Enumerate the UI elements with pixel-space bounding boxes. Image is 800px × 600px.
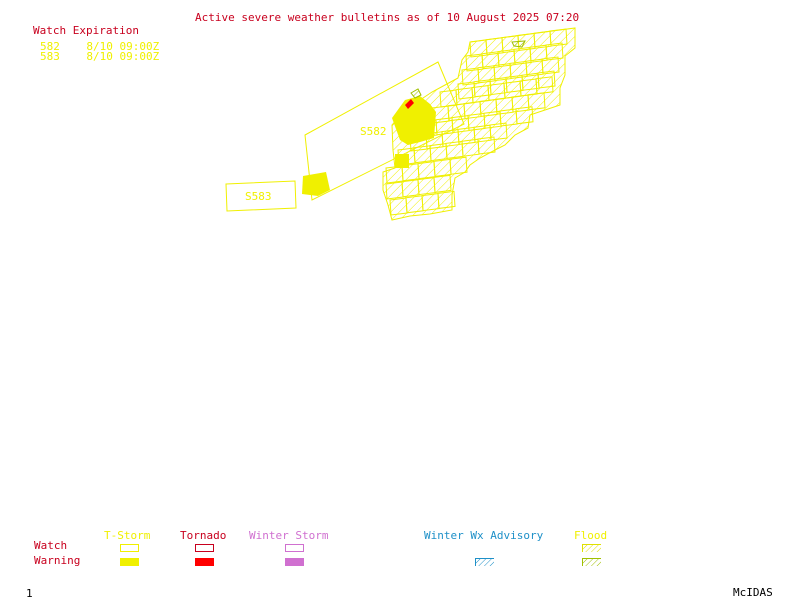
county-cell <box>537 70 556 89</box>
brand-label: McIDAS <box>733 586 773 599</box>
county-cell <box>527 92 546 111</box>
legend-flood-label: Flood <box>574 529 608 542</box>
watch-expiration-time: 8/10 09:00Z <box>86 40 160 53</box>
legend-winter-storm-warning-swatch <box>285 558 304 566</box>
tstorm-warning-area <box>392 96 436 145</box>
tstorm-warning-area <box>395 154 409 168</box>
flood-area <box>410 88 422 99</box>
county-cell <box>433 174 452 193</box>
legend-winter-storm-label: Winter Storm <box>249 529 329 542</box>
bulletin-title: Active severe weather bulletins as of 10… <box>195 11 580 24</box>
county-cell <box>535 76 554 95</box>
county-cell <box>541 56 560 75</box>
legend-flood-watch-swatch <box>582 544 601 552</box>
county-cell <box>437 190 456 209</box>
legend-tornado-watch-swatch <box>195 544 214 552</box>
legend-watch-row-label: Watch <box>34 539 68 552</box>
tstorm-warning-area <box>302 172 330 196</box>
frame-number: 1 <box>26 587 33 600</box>
county-cell <box>515 106 534 125</box>
legend-tstorm-label: T-Storm <box>104 529 151 542</box>
legend-tstorm-warning-swatch <box>120 558 139 566</box>
watch-expiration-row: 582 8/10 09:00Z <box>40 41 159 53</box>
legend-winter-storm-watch-swatch <box>285 544 304 552</box>
watch-583-label: S583 <box>245 190 272 203</box>
legend-tornado-warning-swatch <box>195 558 214 566</box>
watch-id: 582 <box>40 40 60 53</box>
legend-warning-row-label: Warning <box>34 554 81 567</box>
county-cell <box>545 42 564 61</box>
county-cell <box>489 122 508 141</box>
watch-expiration-row: 583 8/10 09:00Z <box>40 51 159 63</box>
legend-tornado-label: Tornado <box>180 529 227 542</box>
county-cell <box>449 156 468 175</box>
tornado-warning-area <box>405 99 414 109</box>
legend-flood-warning-swatch <box>582 558 601 566</box>
watch-583-outline <box>225 180 297 212</box>
legend-winter-wx-label: Winter Wx Advisory <box>424 529 544 542</box>
watch-582-label: S582 <box>360 125 387 138</box>
watch-id: 583 <box>40 50 60 63</box>
watch-expiration-heading: Watch Expiration <box>33 24 139 37</box>
county-cell <box>549 28 568 47</box>
legend-winter-wx-warning-swatch <box>475 558 494 566</box>
legend-tstorm-watch-swatch <box>120 544 139 552</box>
watch-expiration-time: 8/10 09:00Z <box>86 50 160 63</box>
flood-area <box>511 40 526 48</box>
county-cell <box>477 136 496 155</box>
